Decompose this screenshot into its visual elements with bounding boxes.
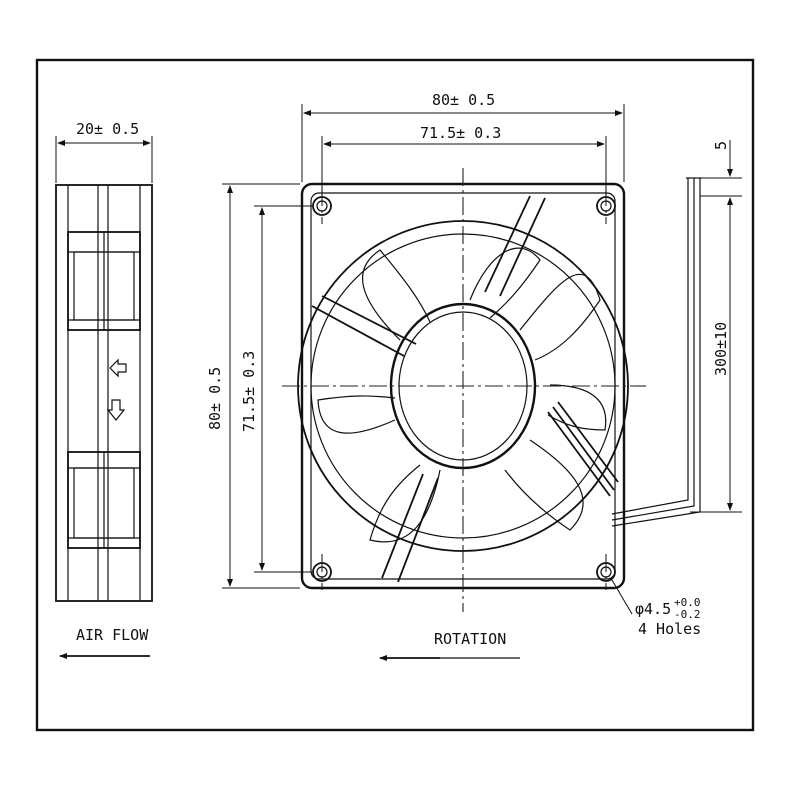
hole-spacing-width-label: 71.5± 0.3: [420, 124, 501, 142]
fan-blades: [317, 247, 607, 543]
outer-height-label: 80± 0.5: [206, 367, 224, 430]
side-view: 20± 0.5: [55, 120, 153, 602]
hole-tol-lower: -0.2: [674, 608, 701, 621]
lead-wires: [611, 177, 702, 527]
side-width-label: 20± 0.5: [76, 120, 139, 138]
outer-width-label: 80± 0.5: [432, 91, 495, 109]
hole-callout-leader: [611, 579, 633, 615]
hole-tol-upper: +0.0: [674, 596, 701, 609]
side-view-outline: [55, 184, 153, 602]
wire-offset-label: 5: [712, 141, 730, 150]
hole-spacing-height-label: 71.5± 0.3: [240, 351, 258, 432]
rotation-label: ROTATION: [434, 630, 506, 648]
drawing-frame: [35, 58, 755, 732]
mounting-holes: [312, 196, 616, 582]
hole-count-label: 4 Holes: [638, 620, 701, 638]
wire-length-label: 300±10: [712, 322, 730, 376]
front-view: [282, 168, 646, 612]
airflow-arrow-left-icon: [109, 358, 127, 378]
hole-diameter-label: φ4.5: [635, 600, 671, 618]
fan-struts: [311, 195, 619, 583]
air-flow-label: AIR FLOW: [76, 626, 149, 644]
airflow-arrow-down-icon: [106, 399, 126, 421]
